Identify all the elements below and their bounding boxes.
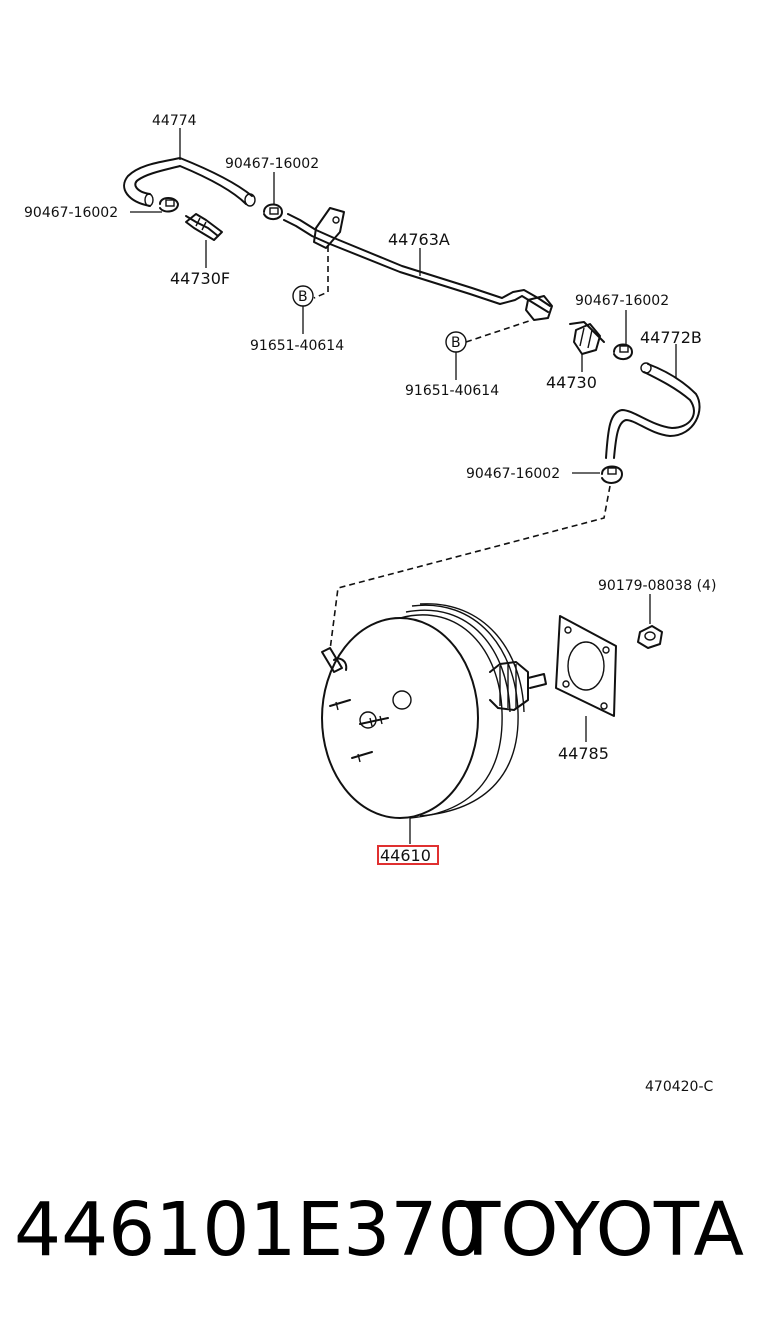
label-44730: 44730 — [546, 373, 597, 392]
label-90467-a: 90467-16002 — [24, 205, 118, 221]
dash-b1 — [313, 246, 329, 299]
hose-44772B — [605, 362, 701, 459]
valve-44730F — [185, 213, 223, 241]
label-91651-b: 91651-40614 — [405, 383, 499, 399]
label-44610: 44610 — [380, 846, 431, 865]
dash-vacuum — [329, 485, 611, 651]
clamp-right-top — [613, 343, 633, 360]
label-90179: 90179-08038 (4) — [598, 578, 716, 594]
diagram-reference-code: 470420-C — [645, 1079, 713, 1095]
part-number: 446101E370 — [14, 1187, 485, 1273]
label-44763A: 44763A — [388, 230, 450, 249]
clamp-left — [159, 197, 179, 213]
b-marker-2: B — [451, 335, 461, 351]
label-44772B: 44772B — [640, 328, 702, 347]
label-90467-c: 90467-16002 — [575, 293, 669, 309]
clamp-center-top — [263, 203, 283, 220]
label-44785: 44785 — [558, 744, 609, 763]
dash-b2 — [465, 319, 533, 343]
brand-name: TOYOTA — [455, 1187, 744, 1273]
label-44730F: 44730F — [170, 269, 230, 288]
pipe-44763A — [283, 207, 553, 321]
gasket-44785 — [555, 615, 617, 717]
clamp-lower — [601, 465, 623, 484]
label-91651-a: 91651-40614 — [250, 338, 344, 354]
label-90467-d: 90467-16002 — [466, 466, 560, 482]
valve-44730 — [569, 321, 605, 355]
label-90467-b: 90467-16002 — [225, 156, 319, 172]
b-marker-1: B — [298, 289, 308, 305]
hose-44774 — [123, 157, 256, 207]
nut-90179 — [637, 625, 663, 649]
label-44774: 44774 — [152, 113, 197, 129]
caption-bar: 446101E370 TOYOTA — [0, 1180, 760, 1300]
highlight-box-44610 — [377, 845, 439, 865]
brake-booster-44610 — [321, 603, 547, 819]
